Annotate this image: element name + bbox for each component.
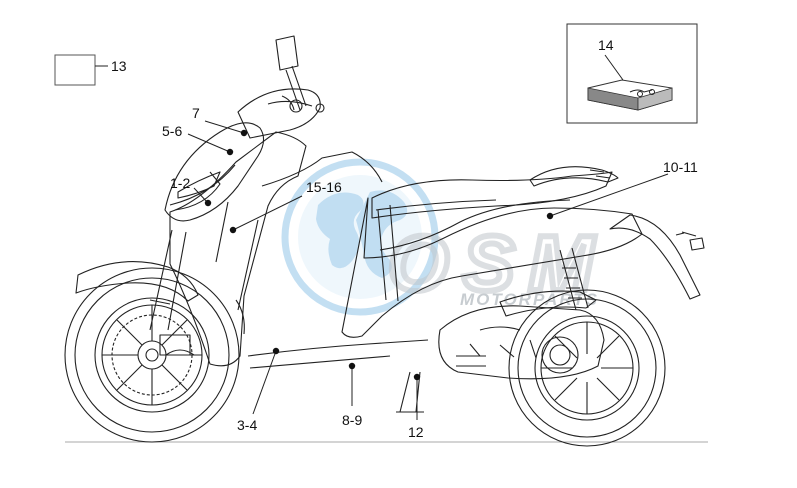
callout-15-16[interactable]: 15-16	[306, 179, 342, 195]
leader-14	[604, 54, 624, 81]
dot-3-4	[272, 347, 280, 355]
scooter-drawing	[64, 35, 705, 447]
callout-1-2[interactable]: 1-2	[170, 175, 190, 191]
owners-manual-icon[interactable]	[587, 79, 673, 111]
dot-7	[240, 129, 248, 137]
dot-10-11	[546, 212, 554, 220]
dot-12	[413, 373, 421, 381]
callouts	[187, 120, 669, 420]
callout-3-4[interactable]: 3-4	[237, 417, 257, 433]
callout-13[interactable]: 13	[111, 58, 127, 74]
front-wheel	[64, 267, 240, 443]
callout-12[interactable]: 12	[408, 424, 424, 440]
watermark-tagline: MOTORPARTS	[460, 290, 599, 309]
callout-8-9[interactable]: 8-9	[342, 412, 362, 428]
part-14-box	[566, 23, 698, 124]
dot-15-16	[229, 226, 237, 234]
part-13-decal[interactable]	[54, 54, 96, 86]
callout-5-6[interactable]: 5-6	[162, 123, 182, 139]
rear-wheel	[508, 289, 666, 447]
callout-7[interactable]: 7	[192, 105, 200, 121]
globe-icon	[281, 158, 439, 316]
dot-5-6	[226, 148, 234, 156]
dot-1-2	[204, 199, 212, 207]
callout-14[interactable]: 14	[598, 37, 614, 53]
dot-8-9	[348, 362, 356, 370]
callout-10-11[interactable]: 10-11	[663, 159, 698, 175]
